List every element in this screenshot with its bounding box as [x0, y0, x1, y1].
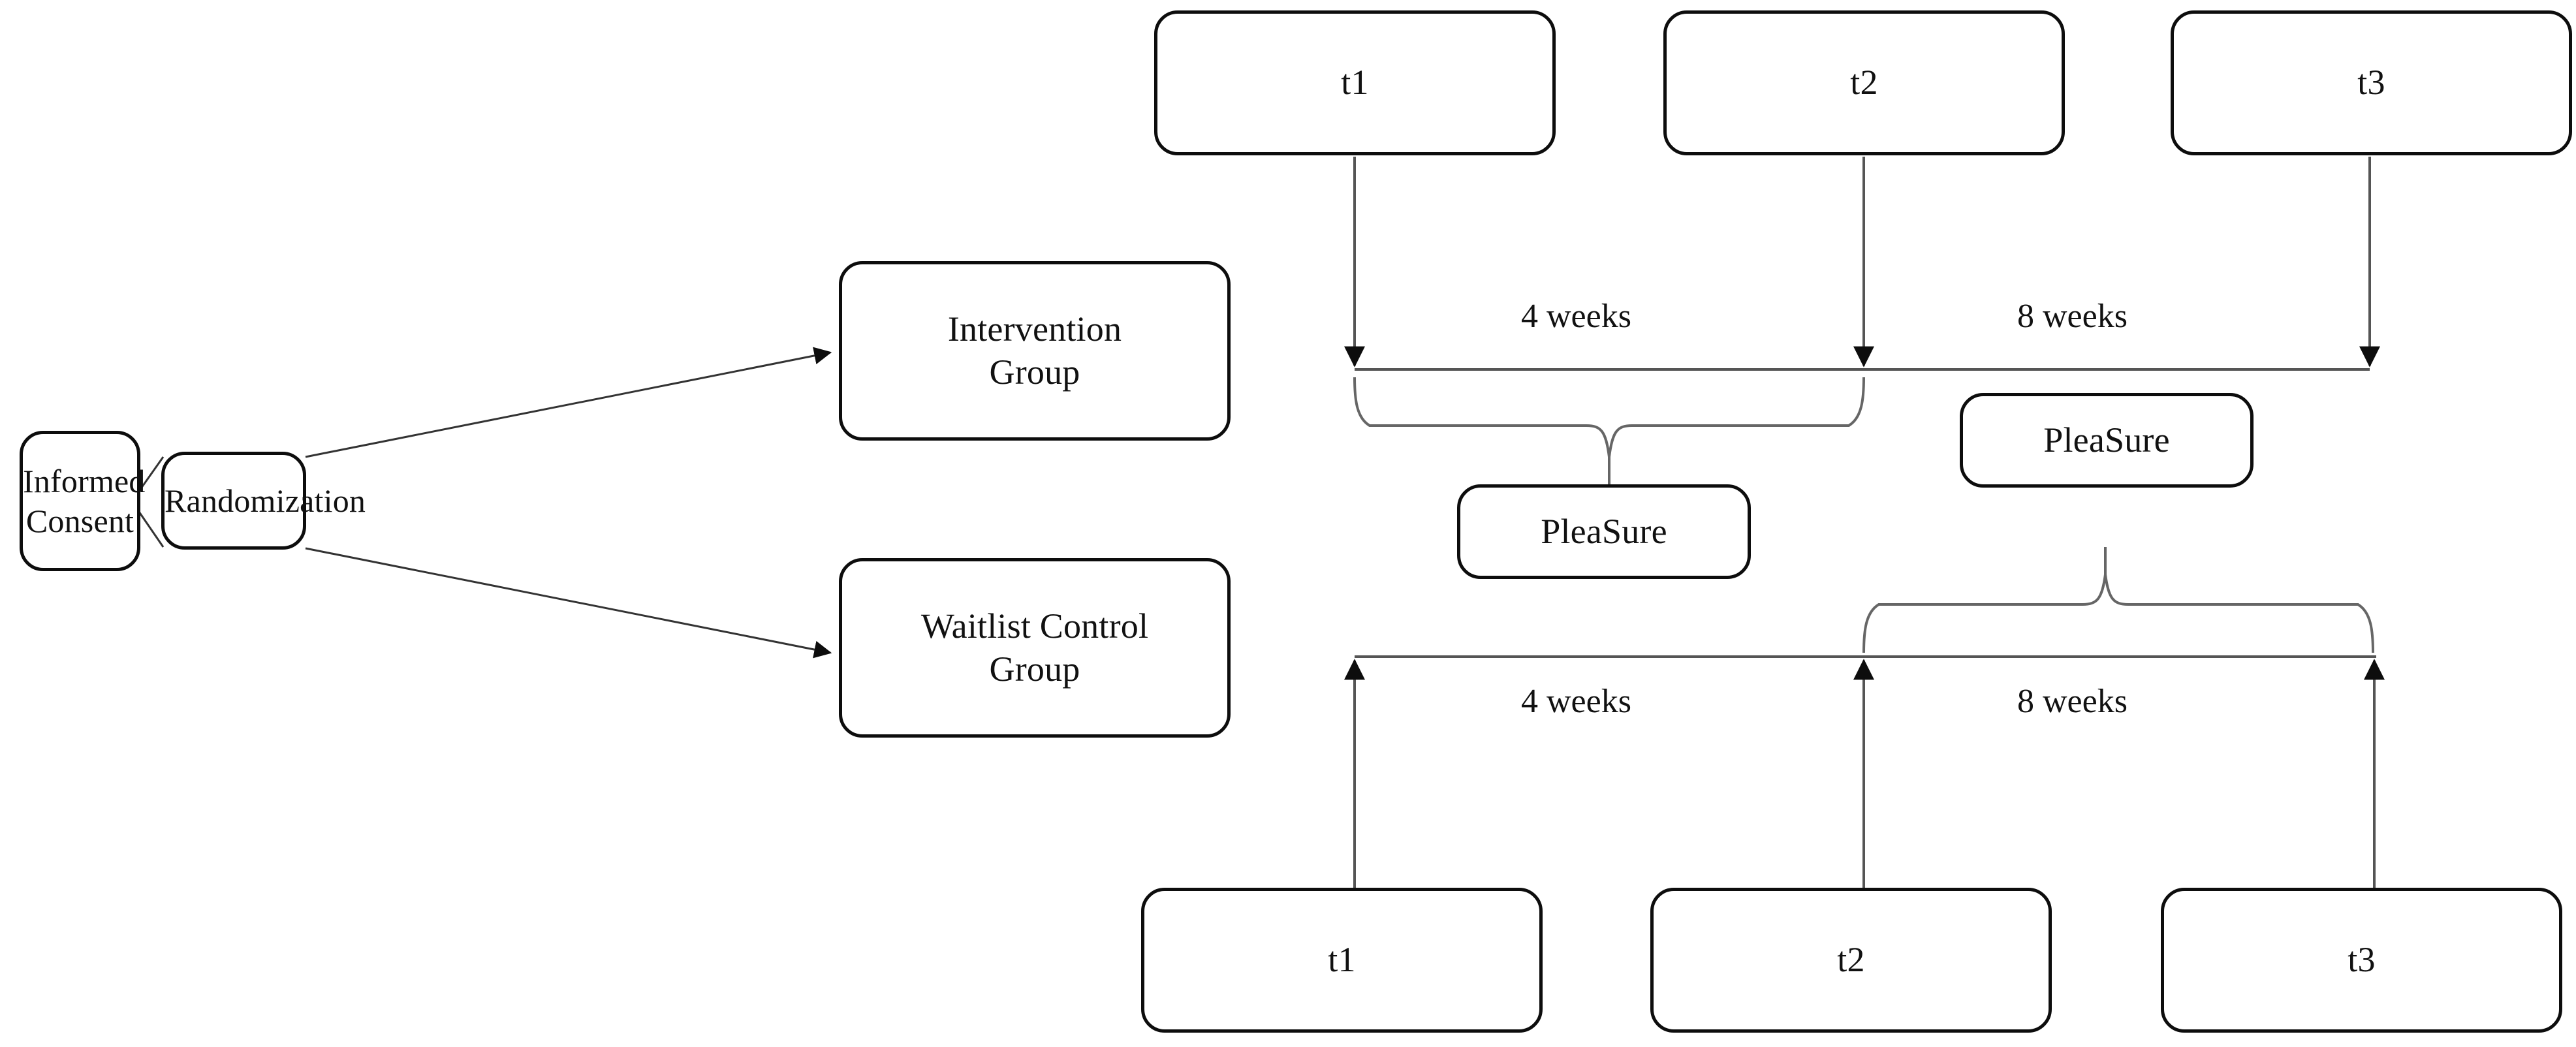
- intervention-group-line1: Intervention: [947, 309, 1122, 349]
- intervention-t3-label: t3: [2357, 63, 2385, 102]
- node-waitlist-t2[interactable]: t2: [1650, 888, 2052, 1033]
- node-waitlist-t3[interactable]: t3: [2161, 888, 2562, 1033]
- node-randomization[interactable]: Randomization: [161, 452, 366, 550]
- waitlist-group-line1: Waitlist Control: [920, 606, 1149, 646]
- node-informed-consent[interactable]: Informed Consent: [20, 431, 145, 571]
- node-intervention-t1[interactable]: t1: [1154, 10, 1556, 155]
- node-intervention-t2[interactable]: t2: [1663, 10, 2065, 155]
- randomization-to-waitlist-arrow: [305, 547, 832, 659]
- waitlist-group-label: Waitlist Control Group: [842, 605, 1227, 691]
- intervention-pleasure-label: PleaSure: [1541, 511, 1667, 551]
- intervention-interval-4-weeks: 4 weeks: [1521, 298, 1631, 335]
- waitlist-interval-4-weeks: 4 weeks: [1521, 683, 1631, 720]
- waitlist-t1-label: t1: [1328, 940, 1356, 980]
- informed-consent-label: Informed Consent: [16, 461, 146, 541]
- intervention-group-label: Intervention Group: [842, 308, 1227, 394]
- waitlist-group-line2: Group: [989, 649, 1080, 689]
- node-intervention-group[interactable]: Intervention Group: [839, 261, 1231, 441]
- randomization-label: Randomization: [165, 482, 366, 519]
- waitlist-t3-label: t3: [2348, 940, 2376, 980]
- intervention-t1-label: t1: [1341, 63, 1369, 102]
- intervention-interval-8-weeks: 8 weeks: [2017, 298, 2128, 335]
- informed-consent-line2: Consent: [25, 502, 134, 539]
- waitlist-period-brace: [1862, 547, 2374, 653]
- node-waitlist-control-group[interactable]: Waitlist Control Group: [839, 558, 1231, 738]
- node-intervention-pleasure[interactable]: PleaSure: [1457, 484, 1751, 579]
- intervention-period-brace: [1353, 377, 1865, 484]
- intervention-t2-label: t2: [1850, 63, 1878, 102]
- node-waitlist-t1[interactable]: t1: [1141, 888, 1543, 1033]
- waitlist-t2-label: t2: [1837, 940, 1865, 980]
- intervention-group-line2: Group: [989, 352, 1080, 392]
- informed-consent-line1: Informed: [23, 462, 146, 499]
- node-intervention-t3[interactable]: t3: [2171, 10, 2572, 155]
- randomization-to-intervention-arrow: [305, 347, 832, 458]
- node-waitlist-pleasure[interactable]: PleaSure: [1960, 393, 2254, 488]
- waitlist-interval-8-weeks: 8 weeks: [2017, 683, 2128, 720]
- waitlist-pleasure-label: PleaSure: [2043, 420, 2170, 460]
